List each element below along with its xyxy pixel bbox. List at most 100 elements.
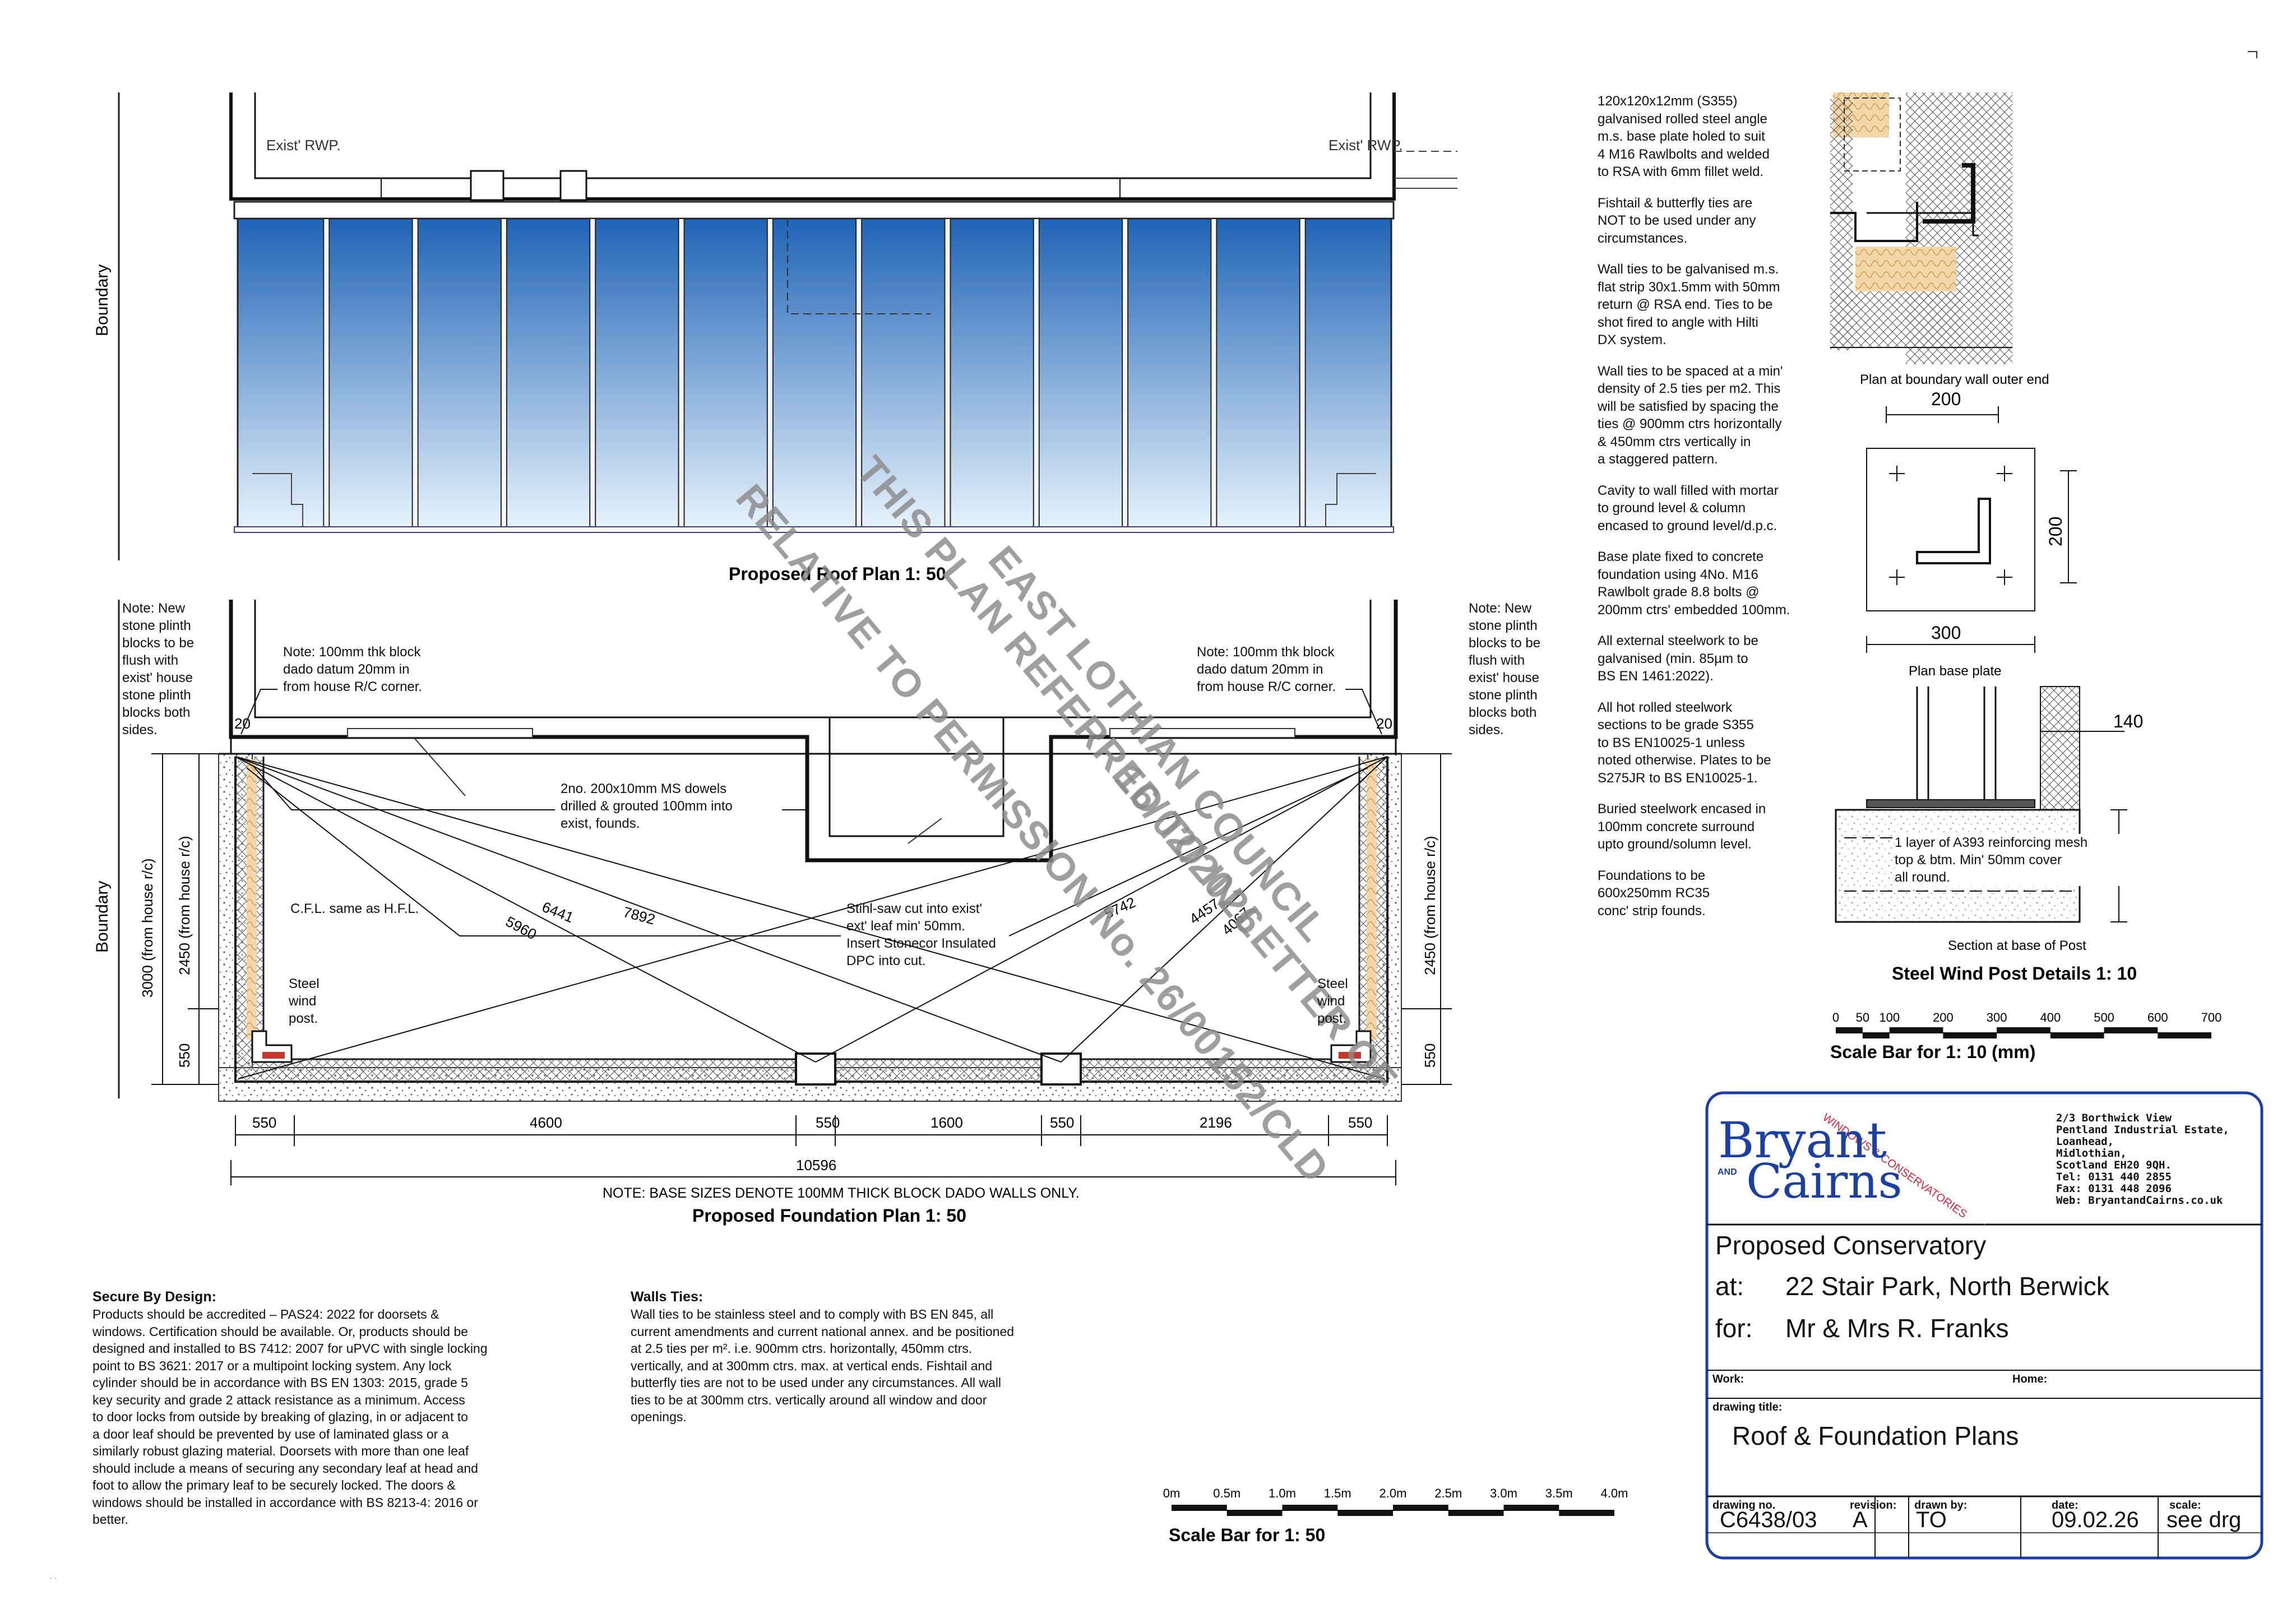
scale: see drg bbox=[2167, 1508, 2242, 1532]
drawing-no: C6438/03 bbox=[1720, 1508, 1817, 1532]
roof-boundary-label: Boundary bbox=[93, 265, 112, 336]
at-value: 22 Stair Park, North Berwick bbox=[1785, 1272, 2109, 1301]
dim-3000: 3000 (from house r/c) bbox=[139, 858, 156, 998]
dim-bottom-4600: 4600 bbox=[530, 1114, 562, 1131]
scale-bar-10-segment bbox=[1889, 1027, 1943, 1033]
title-block bbox=[1705, 1091, 2263, 1560]
spec-note: Wall ties to be galvanised m.s. flat str… bbox=[1598, 262, 1780, 347]
dim-2450-right: 2450 (from house r/c) bbox=[1422, 836, 1438, 975]
glazing-bar bbox=[678, 218, 685, 530]
glazing-bar bbox=[766, 218, 774, 530]
glazing-bar bbox=[1122, 218, 1129, 530]
scale-bar-10-tick: 100 bbox=[1879, 1010, 1900, 1024]
spec-note: Foundations to be 600x250mm RC35 conc' s… bbox=[1598, 868, 1710, 919]
dim-bottom-550-d: 550 bbox=[1348, 1114, 1372, 1131]
spec-note: Wall ties to be spaced at a min' density… bbox=[1598, 363, 1783, 467]
scale-bar-50-segment bbox=[1282, 1505, 1338, 1510]
scale-bar-10-segment bbox=[1862, 1033, 1890, 1038]
spec-note: Cavity to wall filled with mortar to gro… bbox=[1598, 483, 1779, 534]
svg-text:· ·: · · bbox=[49, 1573, 57, 1582]
wall-ties-body: Wall ties to be stainless steel and to c… bbox=[631, 1307, 1015, 1424]
revision: A bbox=[1853, 1508, 1868, 1532]
plate-dim-top: 200 bbox=[1931, 389, 1961, 409]
company-name-2: Cairns bbox=[1746, 1154, 1902, 1209]
glazing-bar bbox=[1033, 218, 1040, 530]
drawing-title: Roof & Foundation Plans bbox=[1732, 1421, 2019, 1450]
note-plinth-right: Note: New stone plinth blocks to be flus… bbox=[1469, 601, 1541, 738]
glazing-bar bbox=[323, 218, 330, 530]
corner-20-left: 20 bbox=[234, 715, 251, 732]
company-name-1: Bryant bbox=[1718, 1111, 1887, 1169]
scale-bar-10-tick: 300 bbox=[1987, 1010, 2007, 1024]
address-line: Pentland Industrial Estate, bbox=[2056, 1124, 2229, 1136]
base-plate-caption: Plan base plate bbox=[1909, 664, 2001, 679]
plate-dim-side: 200 bbox=[2045, 517, 2066, 546]
foundation-plan-title: Proposed Foundation Plan 1: 50 bbox=[692, 1205, 966, 1226]
scale-bar-50-tick: 2.0m bbox=[1380, 1486, 1407, 1500]
date-label: date: bbox=[2052, 1499, 2079, 1511]
base-sizes-note: NOTE: BASE SIZES DENOTE 100MM THICK BLOC… bbox=[603, 1185, 1080, 1201]
scale-bar-50-tick: 3.0m bbox=[1490, 1486, 1517, 1500]
note-stihl: Stihl-saw cut into exist' ext' leaf min'… bbox=[846, 901, 996, 968]
section-dim-140: 140 bbox=[2113, 711, 2143, 731]
scale-bar-50-tick: 2.5m bbox=[1434, 1486, 1462, 1500]
scale-bar-50-tick: 3.5m bbox=[1545, 1486, 1573, 1500]
dim-bottom-550-b: 550 bbox=[816, 1114, 840, 1131]
scale-bar-10-label: Scale Bar for 1: 10 (mm) bbox=[1830, 1042, 2035, 1062]
address-line: Tel: 0131 440 2855 bbox=[2056, 1171, 2172, 1183]
scale-bar-10-segment bbox=[2050, 1033, 2104, 1038]
note-cfl: C.F.L. same as H.F.L. bbox=[290, 901, 419, 916]
scale-bar-10-segment bbox=[1836, 1027, 1863, 1033]
drawing-no-label: drawing no. bbox=[1712, 1499, 1776, 1511]
scale-bar-50-segment bbox=[1172, 1505, 1227, 1510]
drawn-by: TO bbox=[1916, 1508, 1947, 1532]
rwp-right-label: Exist' RWP. bbox=[1328, 137, 1403, 154]
note-mesh: 1 layer of A393 reinforcing mesh top & b… bbox=[1895, 834, 2130, 886]
scale-bar-50-tick: 4.0m bbox=[1601, 1486, 1628, 1500]
scale-bar-10-tick: 500 bbox=[2094, 1010, 2114, 1024]
scale-bar-50-segment bbox=[1337, 1510, 1393, 1516]
base-plate-detail: 200 200 300 Plan base plate bbox=[1866, 389, 2077, 679]
for-value: Mr & Mrs R. Franks bbox=[1785, 1314, 2009, 1343]
address-line: 2/3 Borthwick View bbox=[2056, 1112, 2172, 1124]
dim-overall-10596: 10596 bbox=[796, 1157, 836, 1174]
dim-bottom-2196: 2196 bbox=[1200, 1114, 1232, 1131]
spec-note: Buried steelwork encased in 100mm concre… bbox=[1598, 801, 1766, 852]
note-dowels: 2no. 200x10mm MS dowels drilled & groute… bbox=[561, 781, 733, 831]
scale-bar-10-segment bbox=[1943, 1033, 1997, 1038]
note-post-left: Steel wind post. bbox=[289, 976, 320, 1026]
glazing-bar bbox=[1210, 218, 1218, 530]
dim-550-left: 550 bbox=[176, 1044, 193, 1068]
scale-bar-50-segment bbox=[1503, 1505, 1559, 1510]
steel-details-title: Steel Wind Post Details 1: 10 bbox=[1892, 963, 2137, 984]
scale-bar-10-tick: 400 bbox=[2040, 1010, 2061, 1024]
address-line: Midlothian, bbox=[2056, 1147, 2127, 1160]
dim-2450-left: 2450 (from house r/c) bbox=[176, 836, 193, 975]
corner-20-right: 20 bbox=[1376, 715, 1392, 732]
scale-bar-10-segment bbox=[2158, 1033, 2211, 1038]
address-line: Fax: 0131 448 2096 bbox=[2056, 1183, 2172, 1195]
glazing-bar bbox=[1299, 218, 1306, 530]
glazing-bar bbox=[411, 218, 419, 530]
scale-bar-10-segment bbox=[1997, 1027, 2050, 1033]
rwp-left-label: Exist' RWP. bbox=[266, 137, 341, 154]
spec-note: Base plate fixed to concrete foundation … bbox=[1598, 549, 1790, 618]
steel-spec-notes: 120x120x12mm (S355) galvanised rolled st… bbox=[1598, 92, 1833, 933]
scale-bar-50-segment bbox=[1393, 1505, 1448, 1510]
dim-550-right: 550 bbox=[1422, 1044, 1438, 1068]
scale-bar-50-tick: 0.5m bbox=[1213, 1486, 1240, 1500]
boundary-caption: Plan at boundary wall outer end bbox=[1860, 372, 2049, 387]
scale-bar-50-segment bbox=[1226, 1510, 1283, 1516]
diagonal-6441: 6441 bbox=[540, 898, 576, 926]
revision-label: revision: bbox=[1850, 1499, 1897, 1511]
spec-note: All hot rolled steelwork sections to be … bbox=[1598, 699, 1771, 786]
scale-bar-10-tick: 600 bbox=[2147, 1010, 2168, 1024]
section-caption: Section at base of Post bbox=[1948, 938, 2086, 953]
project-title: Proposed Conservatory bbox=[1715, 1231, 1987, 1260]
glazing-bar bbox=[589, 218, 596, 530]
dim-bottom-550-c: 550 bbox=[1050, 1114, 1074, 1131]
drawing-title-label: drawing title: bbox=[1712, 1401, 1783, 1413]
